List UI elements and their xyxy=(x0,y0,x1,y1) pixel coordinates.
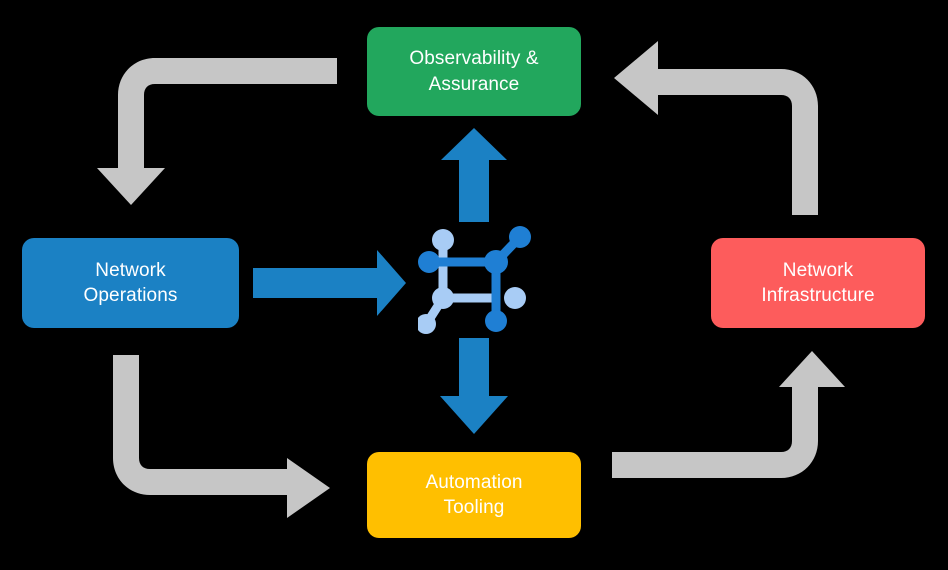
gray-elbow-arrow-left xyxy=(614,41,818,215)
blue-arrow-right xyxy=(253,250,406,316)
node-network-infrastructure[interactable]: Network Infrastructure xyxy=(711,238,925,328)
node-network-infrastructure-label: Network Infrastructure xyxy=(761,259,875,306)
topology-nodes-primary xyxy=(418,226,531,332)
gray-elbow-arrow-up xyxy=(612,351,845,478)
topology-nodes-secondary xyxy=(418,229,526,334)
blue-arrow-down xyxy=(440,338,508,434)
node-observability-label: Observability & Assurance xyxy=(409,48,539,95)
gray-elbow-arrow-right xyxy=(113,355,330,518)
node-network-operations[interactable]: Network Operations xyxy=(22,238,239,328)
node-network-operations-label: Network Operations xyxy=(83,259,178,306)
node-observability-assurance[interactable]: Observability & Assurance xyxy=(367,27,581,116)
network-topology-icon xyxy=(418,226,531,334)
topology-links-secondary xyxy=(422,237,501,328)
gray-elbow-arrow-down xyxy=(97,58,337,205)
blue-arrow-up xyxy=(441,128,507,222)
node-automation-tooling[interactable]: Automation Tooling xyxy=(367,452,581,538)
node-automation-tooling-label: Automation Tooling xyxy=(425,471,523,518)
